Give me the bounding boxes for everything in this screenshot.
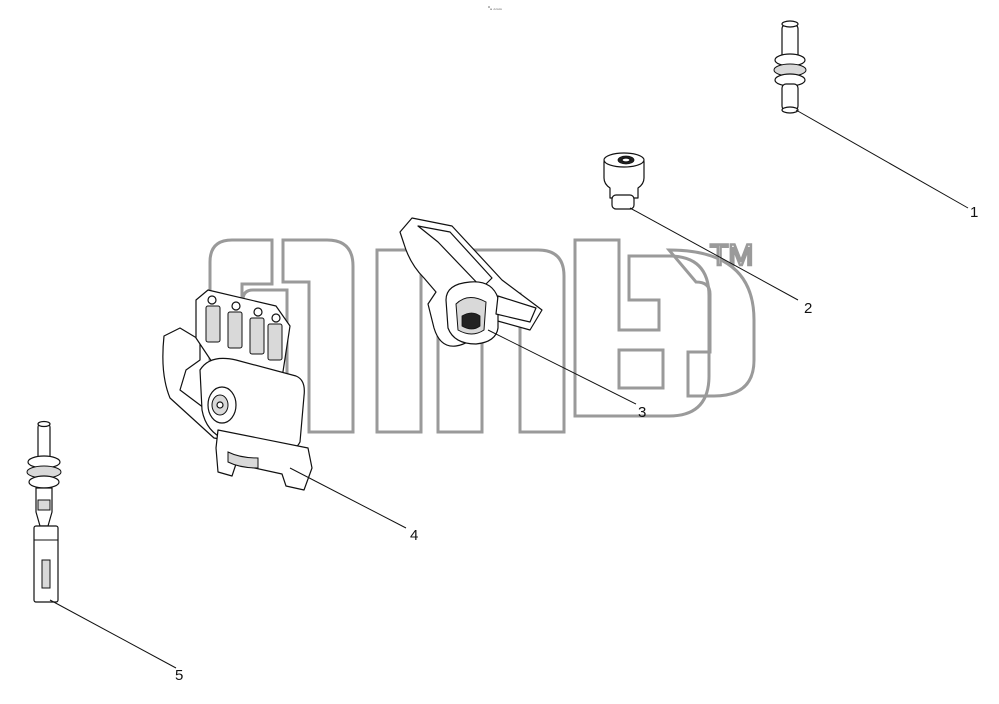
terminal-cavities: [205, 295, 283, 361]
cable-cover-icon: [399, 217, 543, 347]
terminal-with-seal-icon: [26, 420, 62, 603]
callout-5: 5: [175, 667, 183, 684]
leader-line-2: [629, 207, 799, 301]
leader-line-3: [487, 329, 637, 405]
callout-2: 2: [804, 300, 812, 317]
callout-3: 3: [638, 404, 646, 421]
callout-1: 1: [970, 204, 978, 221]
leader-line-1: [795, 109, 969, 209]
header-small-text: ⁰ₐ ₒₘₘ: [488, 6, 502, 12]
leader-line-4: [289, 467, 407, 529]
callout-4: 4: [410, 527, 418, 544]
watermark-logo: TM: [208, 238, 756, 434]
pin-with-seal-icon: [773, 20, 807, 114]
wire-seal-icon: [603, 152, 645, 210]
leader-line-5: [49, 599, 177, 669]
connector-housing-icon: [162, 289, 313, 491]
leader-lines: [49, 109, 969, 669]
